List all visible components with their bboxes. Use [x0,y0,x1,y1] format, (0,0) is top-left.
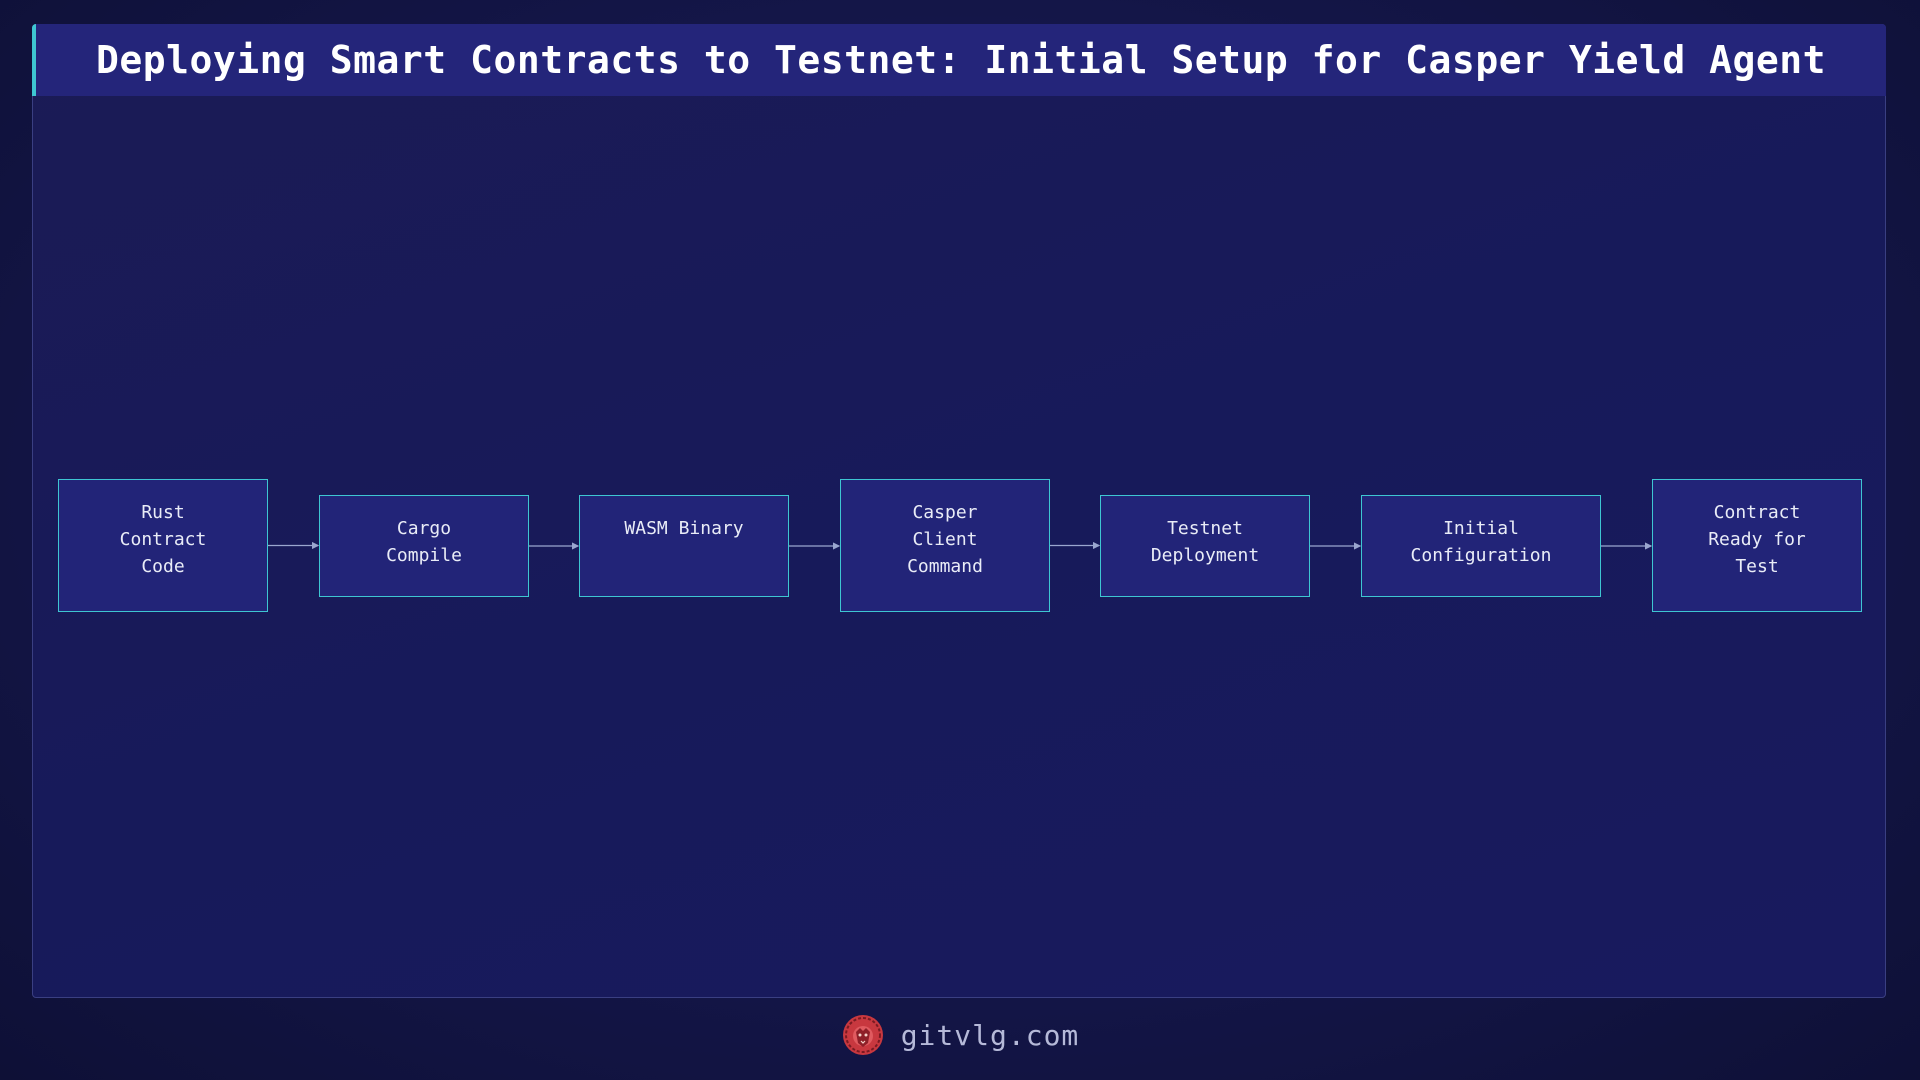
node-label: Initial Configuration [1410,518,1552,566]
node-label: Contract Ready for Test [1708,502,1806,577]
node-label: Casper Client Command [907,502,983,577]
footer: gitvlg.com [0,1010,1920,1060]
footer-site-link[interactable]: gitvlg.com [900,1018,1080,1052]
page-title: Deploying Smart Contracts to Testnet: In… [96,38,1826,82]
node-label: Rust Contract Code [119,502,207,577]
node-wasm-binary: WASM Binary [579,495,789,597]
node-label: Testnet Deployment [1150,518,1260,566]
title-bar: Deploying Smart Contracts to Testnet: In… [32,24,1886,96]
lion-head-icon [842,1015,883,1055]
node-cargo-compile: Cargo Compile [319,495,529,597]
node-testnet-deployment: Testnet Deployment [1100,495,1310,597]
node-contract-ready-for-test: Contract Ready for Test [1652,479,1862,612]
node-initial-configuration: Initial Configuration [1361,495,1601,597]
node-rust-contract-code: Rust Contract Code [58,479,268,612]
node-label: Cargo Compile [386,518,462,566]
node-casper-client-command: Casper Client Command [840,479,1050,612]
node-label: WASM Binary [624,518,744,539]
